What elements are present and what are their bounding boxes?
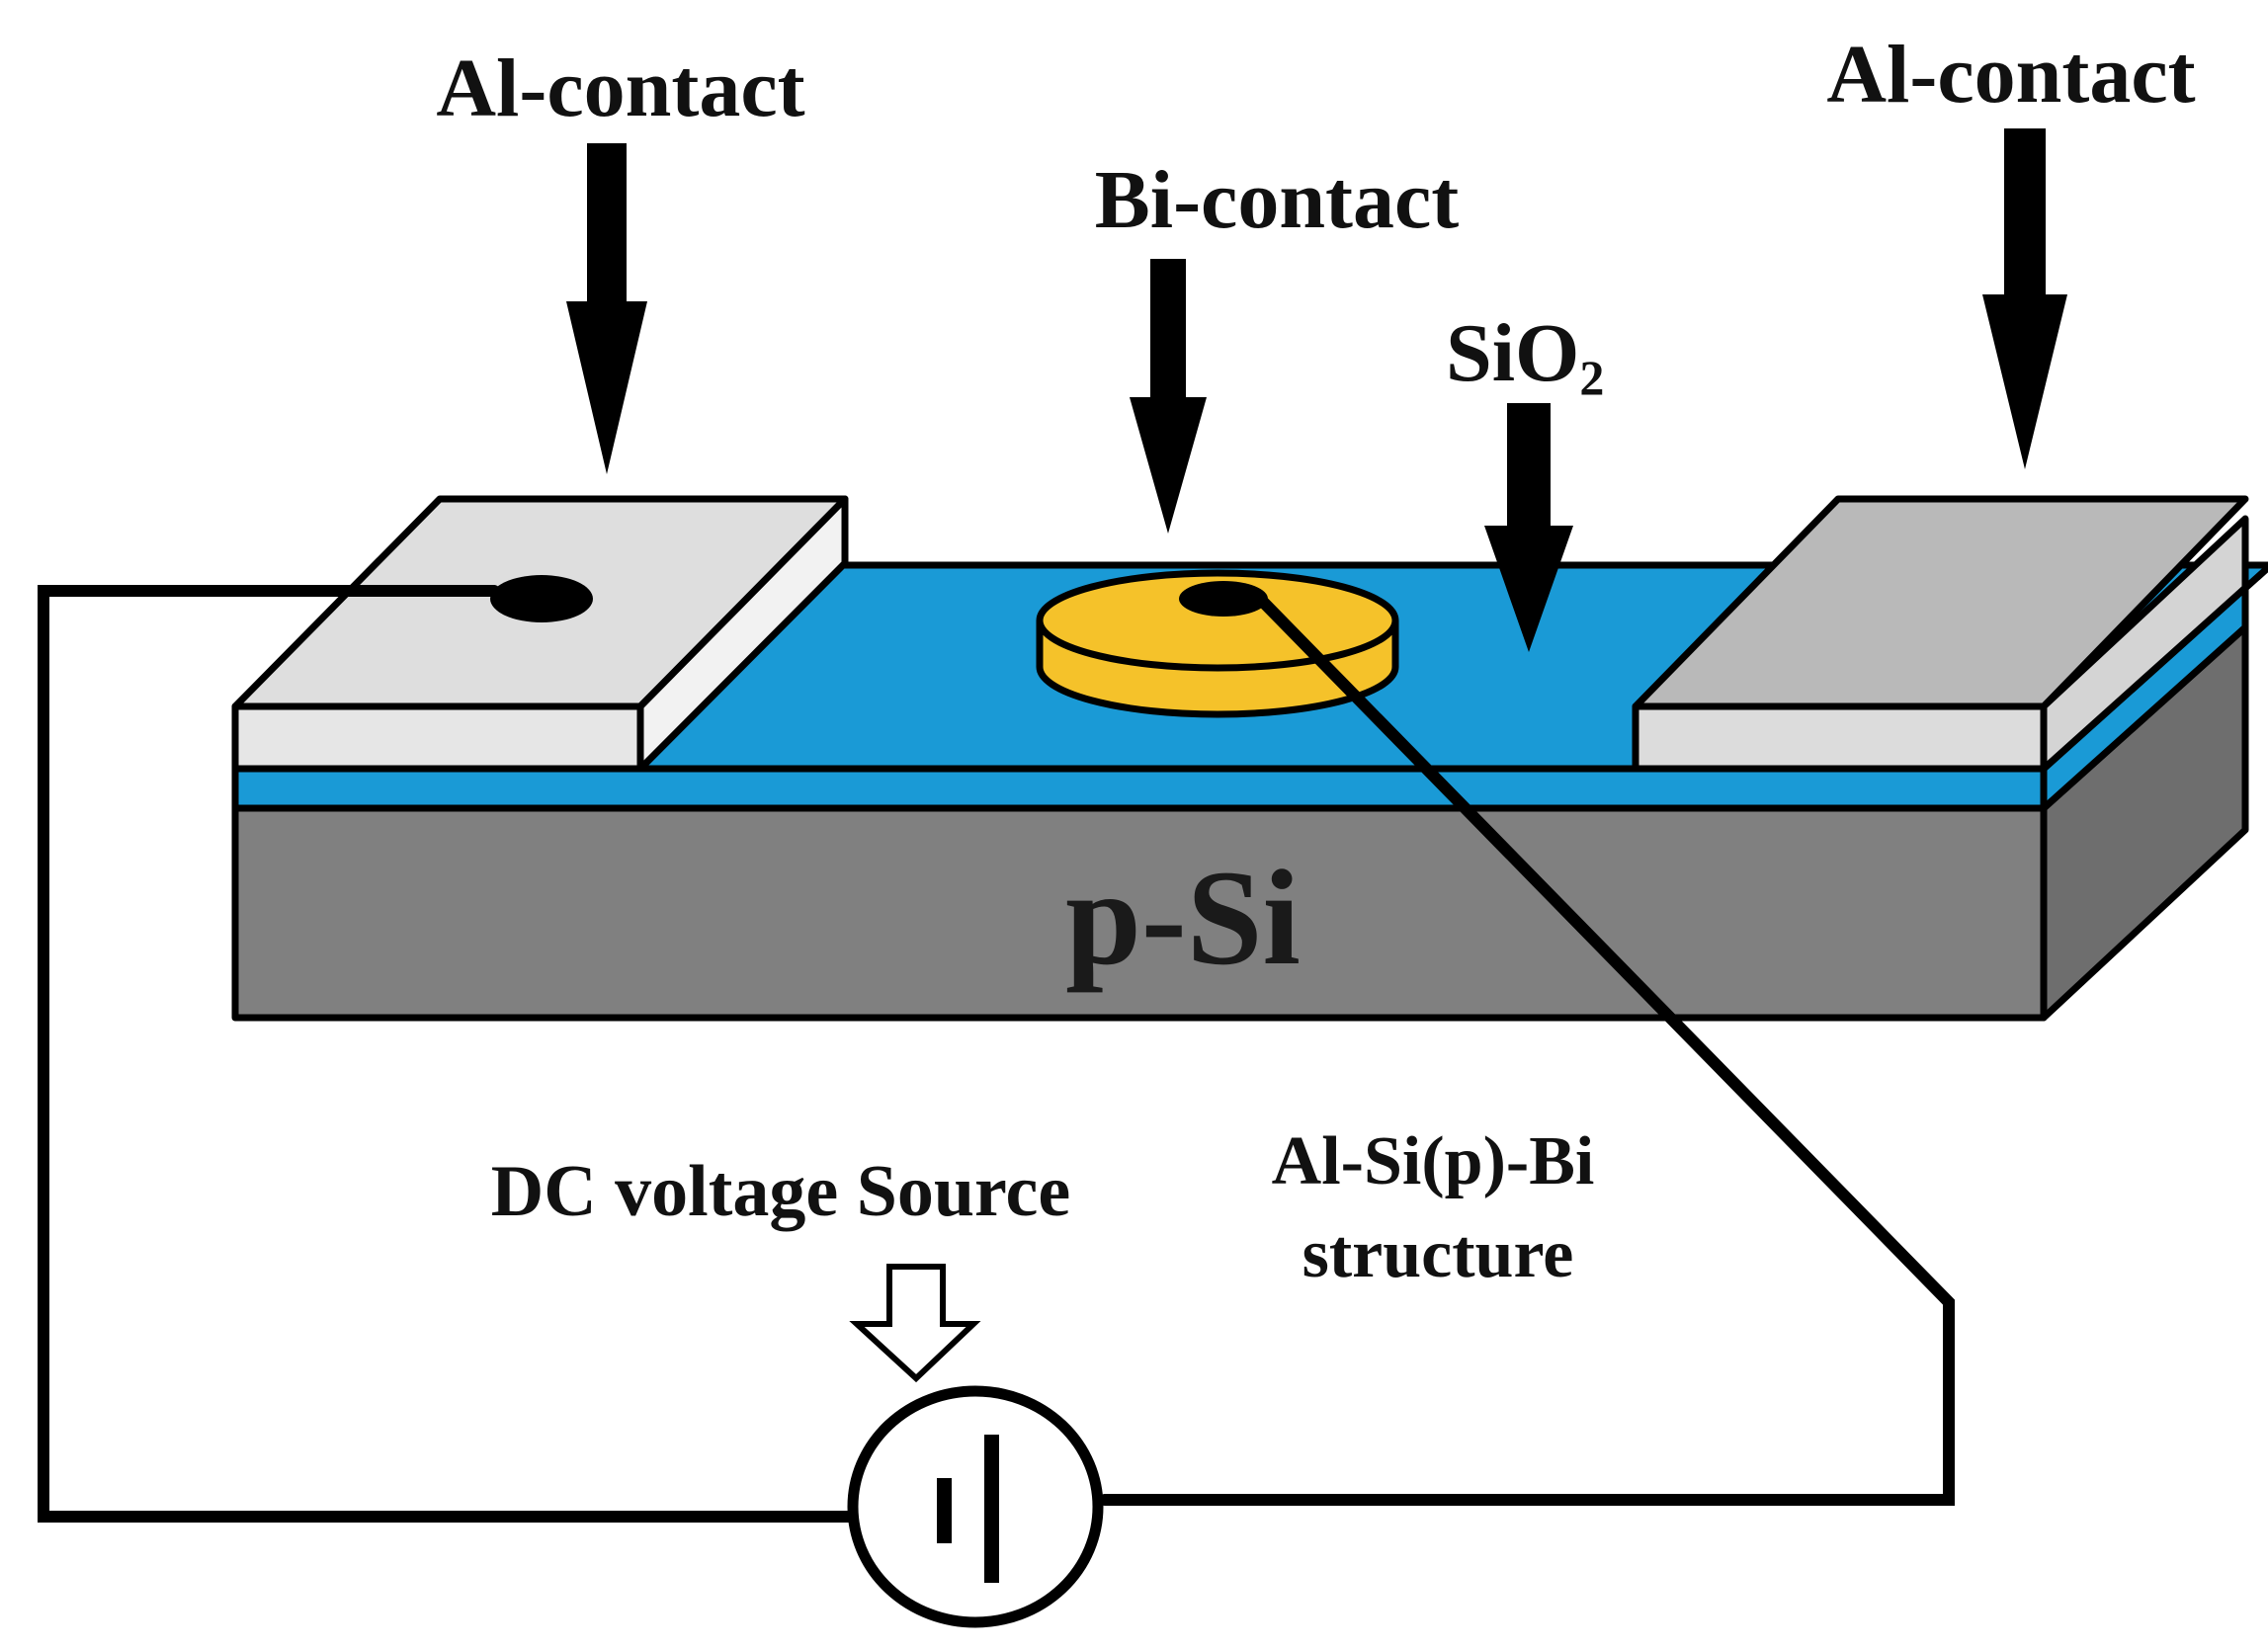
dc-source-circle bbox=[847, 1385, 1104, 1628]
oxide-front bbox=[231, 765, 2048, 812]
label-substrate: p-Si bbox=[1065, 842, 1301, 993]
label-structure-line1: Al-Si(p)-Bi bbox=[1272, 1123, 1595, 1199]
battery-short-plate bbox=[937, 1478, 952, 1543]
wire-left bbox=[38, 585, 858, 1523]
label-al-contact-right: Al-contact bbox=[1826, 29, 2195, 121]
right-al-contact bbox=[1632, 495, 2249, 773]
wire-right bbox=[1099, 593, 1955, 1506]
left-al-front bbox=[231, 702, 644, 773]
label-bi-contact: Bi-contact bbox=[1095, 154, 1460, 246]
hollow-down-arrow-icon bbox=[849, 1264, 981, 1383]
down-arrow-icon bbox=[566, 143, 647, 474]
label-sio2-sub: 2 bbox=[1579, 350, 1604, 405]
label-sio2: SiO2 bbox=[1446, 307, 1604, 405]
down-arrow-icon bbox=[1982, 128, 2067, 469]
label-arrows bbox=[566, 128, 2067, 652]
label-dc-source: DC voltage Source bbox=[491, 1151, 1070, 1232]
circuit-wire bbox=[38, 585, 1955, 1523]
battery-long-plate bbox=[984, 1435, 999, 1583]
right-al-front bbox=[1632, 702, 2048, 773]
down-arrow-icon bbox=[1130, 259, 1207, 534]
bi-ring-contact bbox=[1036, 569, 1399, 718]
right-al-side bbox=[2040, 515, 2249, 773]
left-probe-dot bbox=[490, 575, 593, 622]
down-arrow-icon bbox=[1484, 403, 1573, 652]
bi-ring-hole bbox=[1179, 581, 1268, 617]
label-sio2-main: SiO bbox=[1446, 307, 1579, 399]
dc-source-symbol-icon bbox=[847, 1385, 1104, 1628]
label-al-contact-left: Al-contact bbox=[436, 42, 804, 134]
left-al-side bbox=[636, 495, 849, 773]
label-structure-line2: structure bbox=[1302, 1216, 1574, 1292]
p-si-substrate bbox=[231, 623, 2249, 1022]
